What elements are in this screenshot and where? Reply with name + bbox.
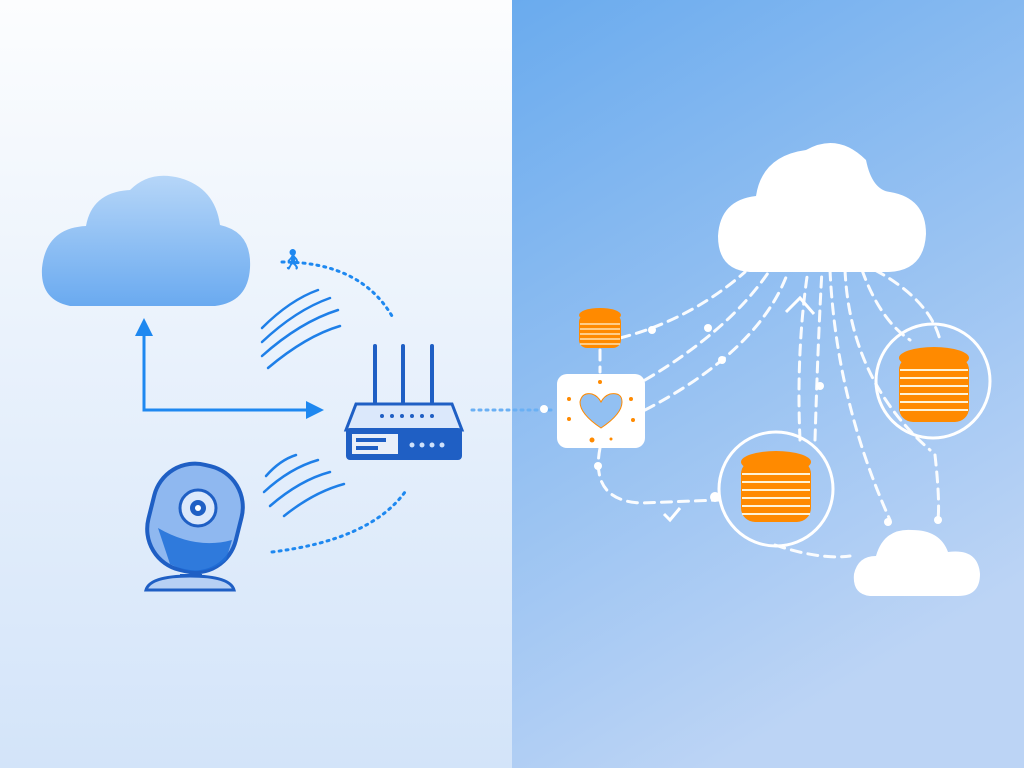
connection-node (540, 324, 942, 526)
heart-icon (579, 393, 623, 429)
cloud-icon (853, 529, 980, 596)
cloud-icon (41, 175, 251, 306)
connection-arrow (142, 332, 310, 412)
data-flow-path (596, 268, 942, 559)
check-icon (662, 507, 682, 523)
wifi-signal-icon (260, 288, 342, 370)
arrow-head-icon (135, 318, 153, 336)
heart-card (557, 374, 645, 448)
router-icon (343, 344, 465, 460)
database-node (874, 322, 992, 440)
database-icon (579, 308, 621, 348)
camera-icon (144, 461, 245, 592)
data-flow-path (270, 260, 554, 554)
arrow-head-icon (306, 401, 324, 419)
person-glyph-icon: 🚶︎ (280, 249, 305, 271)
wifi-signal-icon (262, 453, 346, 518)
cloud-icon (718, 142, 926, 272)
left-panel-background (0, 0, 512, 768)
database-node (717, 430, 835, 548)
up-arrow-icon (784, 295, 816, 315)
